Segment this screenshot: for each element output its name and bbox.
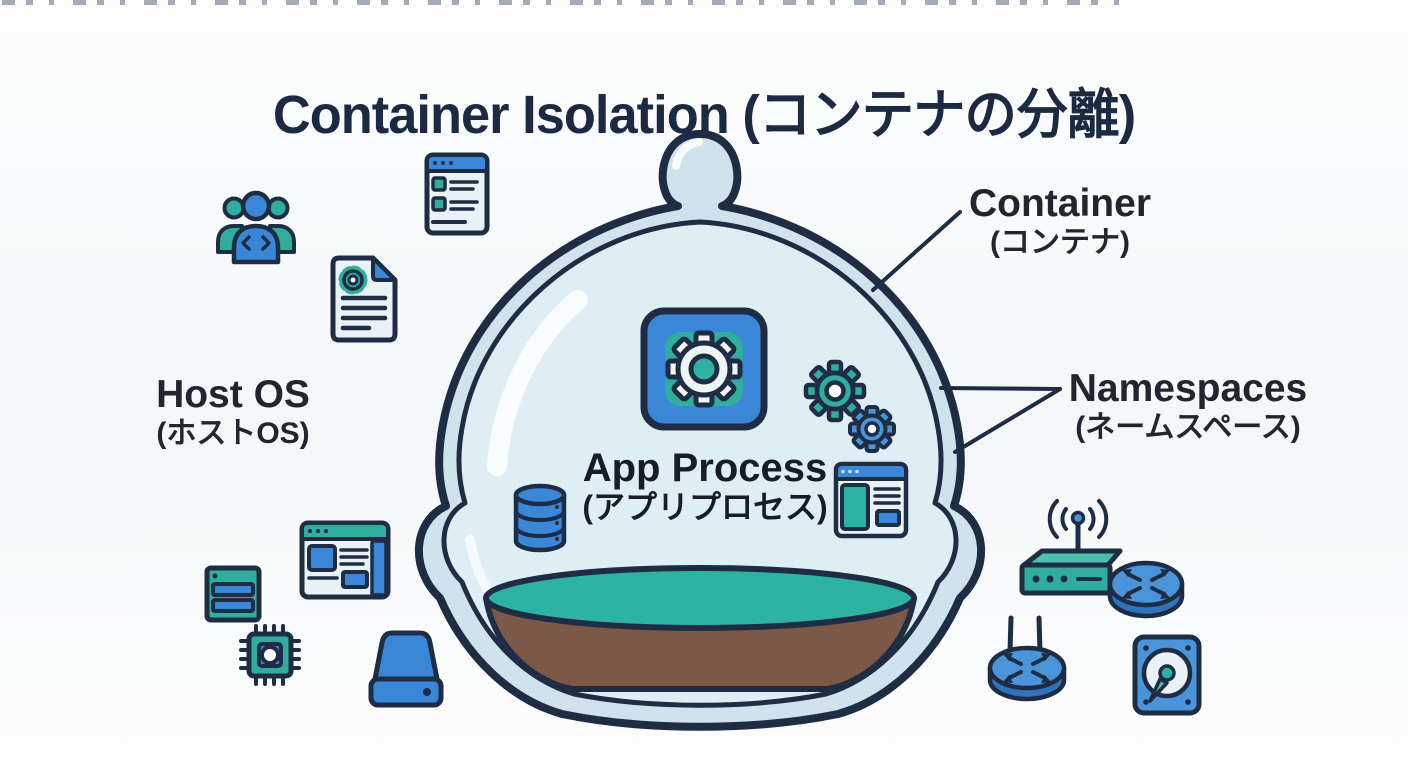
namespaces-label-ja: (ネームスペース) bbox=[1075, 410, 1301, 444]
external-drive-icon bbox=[368, 630, 444, 708]
container-label: Container (コンテナ) bbox=[950, 182, 1170, 259]
app-gear bbox=[665, 330, 743, 408]
container-label-en: Container bbox=[968, 182, 1151, 225]
namespaces-label-en: Namespaces bbox=[1068, 367, 1308, 410]
namespaces-leader-line-bottom bbox=[953, 387, 1062, 454]
app-window-icon bbox=[833, 461, 909, 539]
knob-shine bbox=[672, 138, 703, 170]
settings-document-icon bbox=[330, 255, 398, 343]
app-process-label: App Process (アプリプロセス) bbox=[553, 446, 857, 525]
glass-shine bbox=[487, 290, 588, 476]
top-crop-artifact bbox=[2, 0, 1132, 5]
host-os-label: Host OS (ホストOS) bbox=[83, 373, 383, 450]
container-label-ja: (コンテナ) bbox=[990, 225, 1130, 259]
checklist-window-icon bbox=[424, 152, 490, 236]
wifi-router-icon bbox=[1019, 499, 1123, 596]
app-package-icon bbox=[640, 307, 768, 431]
network-router-icon bbox=[1107, 560, 1185, 619]
app-process-label-en: App Process bbox=[582, 446, 828, 490]
namespaces-leader-line-top bbox=[939, 386, 1062, 391]
gear-large-icon bbox=[803, 359, 867, 423]
database-icon bbox=[513, 483, 567, 553]
user-group-icon bbox=[216, 190, 296, 265]
browser-window-icon bbox=[299, 520, 391, 600]
leader-lines bbox=[871, 210, 1062, 454]
container-leader-line bbox=[871, 210, 962, 292]
teal-dish bbox=[483, 565, 917, 631]
app-process-label-ja: (アプリプロセス) bbox=[582, 489, 828, 525]
server-card-icon bbox=[204, 565, 262, 623]
cpu-chip-icon bbox=[239, 624, 301, 686]
host-os-label-ja: (ホストOS) bbox=[156, 416, 310, 450]
host-os-label-en: Host OS bbox=[156, 373, 310, 416]
antenna-router-icon bbox=[987, 615, 1067, 702]
namespaces-label: Namespaces (ネームスペース) bbox=[1058, 367, 1318, 444]
hard-disk-icon bbox=[1132, 634, 1202, 716]
gear-small-icon bbox=[848, 405, 896, 453]
